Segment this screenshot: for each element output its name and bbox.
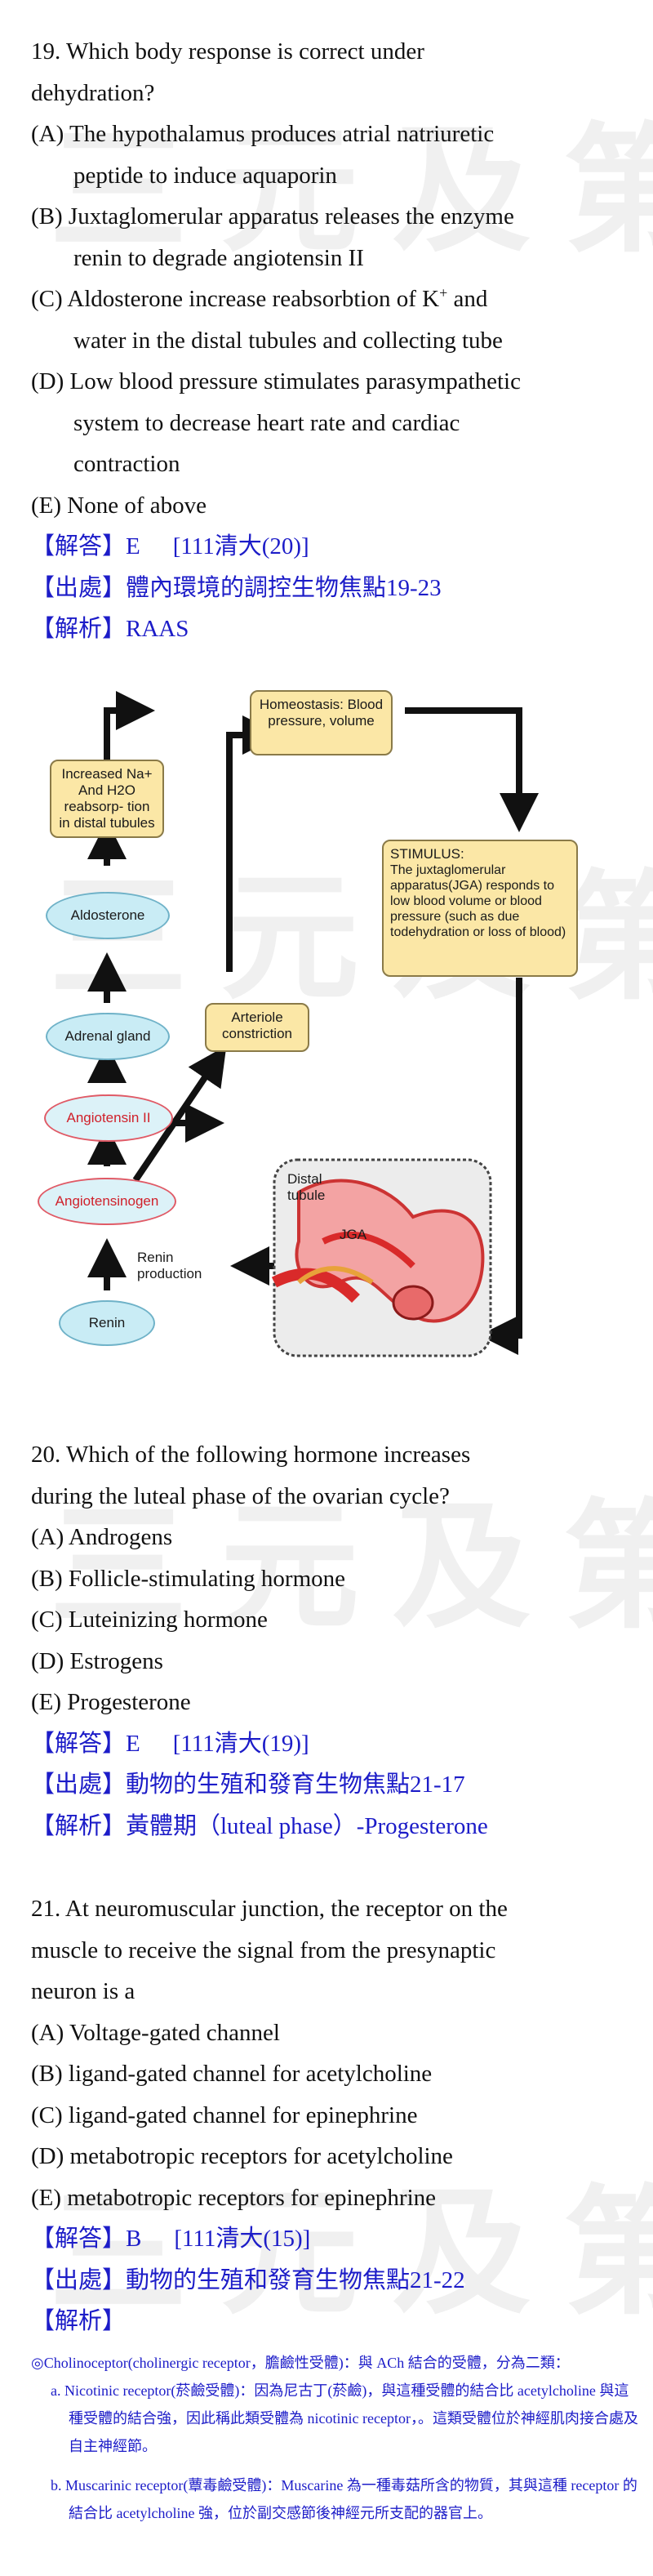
option-d: (D) Low blood pressure stimulates parasy… xyxy=(31,368,521,394)
analysis: 【解析】 xyxy=(31,2308,127,2334)
option-c-cont: water in the distal tubules and collecti… xyxy=(73,327,503,354)
stimulus-text: The juxtaglomerular apparatus(JGA) respo… xyxy=(390,863,566,939)
watermark: 三元及第 xyxy=(49,110,653,272)
option-b: (B) Follicle-stimulating hormone xyxy=(31,1565,346,1592)
watermark: 三元及第 xyxy=(49,1486,653,1648)
note-line: 種受體的結合強，因此稱此類受體為 nicotinic receptor，。這類受… xyxy=(69,2409,638,2427)
jga-label: JGA xyxy=(340,1227,367,1242)
answer: 【解答】B[111清大(15)] xyxy=(31,2226,311,2252)
option-c: (C) Luteinizing hormone xyxy=(31,1607,268,1633)
question-text: during the luteal phase of the ovarian c… xyxy=(31,1482,450,1509)
option-a: (A) The hypothalamus produces atrial nat… xyxy=(31,121,495,147)
aldosterone-oval: Aldosterone xyxy=(46,892,170,939)
question-text: 19. Which body response is correct under xyxy=(31,38,424,65)
question-21: 21. At neuromuscular junction, the recep… xyxy=(31,1888,638,2527)
option-b: (B) ligand-gated channel for acetylcholi… xyxy=(31,2061,433,2087)
angiotensin-ii-oval: Angiotensin II xyxy=(44,1094,173,1142)
arteriole-box: Arteriole constriction xyxy=(205,1003,309,1052)
adrenal-gland-oval: Adrenal gland xyxy=(46,1013,170,1060)
stimulus-title: STIMULUS: xyxy=(390,846,464,862)
renin-production-label: Renin production xyxy=(137,1250,202,1281)
note-line: b. Muscarinic receptor(蕈毒鹼受體)：Muscarine … xyxy=(51,2476,637,2494)
option-b-cont: renin to degrade angiotensin II xyxy=(73,244,364,271)
distal-tubule-label: Distal tubule xyxy=(287,1171,326,1203)
homeostasis-box: Homeostasis: Blood pressure, volume xyxy=(250,690,393,755)
question-20: 20. Which of the following hormone incre… xyxy=(31,1434,619,1847)
kidney-illustration xyxy=(271,1158,492,1357)
note-line: 自主神經節。 xyxy=(69,2437,157,2454)
source: 【出處】動物的生殖和發育生物焦點21-22 xyxy=(31,2266,465,2293)
raas-diagram: Homeostasis: Blood pressure, volume Incr… xyxy=(29,678,624,1364)
increased-reabsorption-box: Increased Na+ And H2O reabsorp- tion in … xyxy=(50,760,164,838)
answer: 【解答】E[111清大(19)] xyxy=(31,1730,309,1757)
source: 【出處】體內環境的調控生物焦點19-23 xyxy=(31,574,442,601)
analysis: 【解析】RAAS xyxy=(31,616,189,642)
note-line: ◎Cholinoceptor(cholinergic receptor，膽鹼性受… xyxy=(31,2354,570,2371)
diagram-arrows xyxy=(87,691,539,1357)
angiotensinogen-oval: Angiotensinogen xyxy=(38,1178,176,1225)
option-a: (A) Androgens xyxy=(31,1524,173,1550)
analysis: 【解析】黃體期（luteal phase）-Progesterone xyxy=(31,1812,488,1839)
option-c: (C) Aldosterone increase reabsorbtion of… xyxy=(31,284,488,312)
question-text: dehydration? xyxy=(31,79,155,106)
option-d: (D) metabotropic receptors for acetylcho… xyxy=(31,2143,453,2169)
option-b: (B) Juxtaglomerular apparatus releases t… xyxy=(31,203,514,230)
option-c: (C) ligand-gated channel for epinephrine xyxy=(31,2101,418,2128)
stimulus-box: STIMULUS: The juxtaglomerular apparatus(… xyxy=(382,840,578,977)
question-text: neuron is a xyxy=(31,1978,135,2004)
question-text: muscle to receive the signal from the pr… xyxy=(31,1936,496,1963)
option-d-cont: system to decrease heart rate and cardia… xyxy=(73,409,460,436)
option-e: (E) metabotropic receptors for epinephri… xyxy=(31,2184,437,2211)
question-text: 21. At neuromuscular junction, the recep… xyxy=(31,1896,508,1922)
question-19: 19. Which body response is correct under… xyxy=(31,31,619,650)
option-d: (D) Estrogens xyxy=(31,1647,163,1674)
note-line: 結合比 acetylcholine 強，位於副交感節後神經元所支配的器官上。 xyxy=(69,2504,492,2521)
option-a-cont: peptide to induce aquaporin xyxy=(73,162,337,189)
source: 【出處】動物的生殖和發育生物焦點21-17 xyxy=(31,1772,465,1798)
question-text: 20. Which of the following hormone incre… xyxy=(31,1442,471,1468)
renin-oval: Renin xyxy=(59,1300,155,1346)
note-line: a. Nicotinic receptor(菸鹼受體)：因為尼古丁(菸鹼)，與這… xyxy=(51,2382,629,2399)
option-e: (E) Progesterone xyxy=(31,1689,191,1715)
option-a: (A) Voltage-gated channel xyxy=(31,2019,280,2046)
option-d-cont: contraction xyxy=(73,451,180,477)
answer: 【解答】E[111清大(20)] xyxy=(31,533,309,559)
watermark: 三元及第 xyxy=(49,2173,653,2334)
option-e: (E) None of above xyxy=(31,492,207,519)
